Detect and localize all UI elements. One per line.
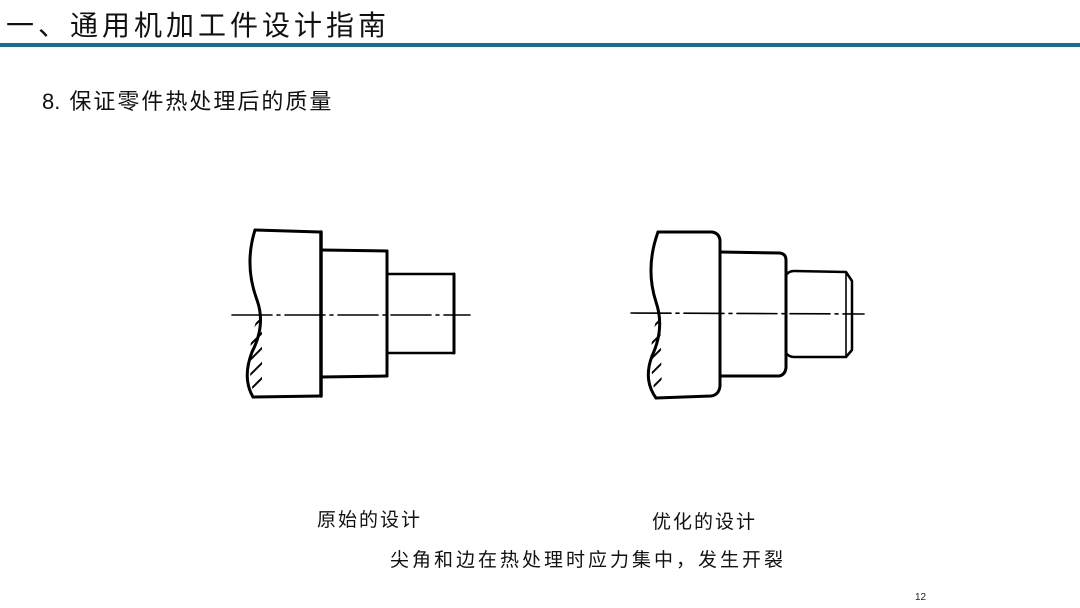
header-title: 一、通用机加工件设计指南 (6, 9, 391, 42)
section-heading: 8. 保证零件热处理后的质量 (42, 84, 333, 116)
optimized-design-drawing (630, 230, 865, 400)
original-design-caption: 原始的设计 (317, 509, 423, 531)
stress-note: 尖角和边在热处理时应力集中，发生开裂 (390, 549, 787, 571)
page-number: 12 (915, 592, 927, 603)
section-title: 保证零件热处理后的质量 (69, 90, 334, 115)
original-design-drawing (231, 228, 471, 399)
optimized-design-caption: 优化的设计 (652, 511, 758, 533)
section-number: 8. (42, 89, 61, 114)
header-divider (0, 43, 1080, 47)
